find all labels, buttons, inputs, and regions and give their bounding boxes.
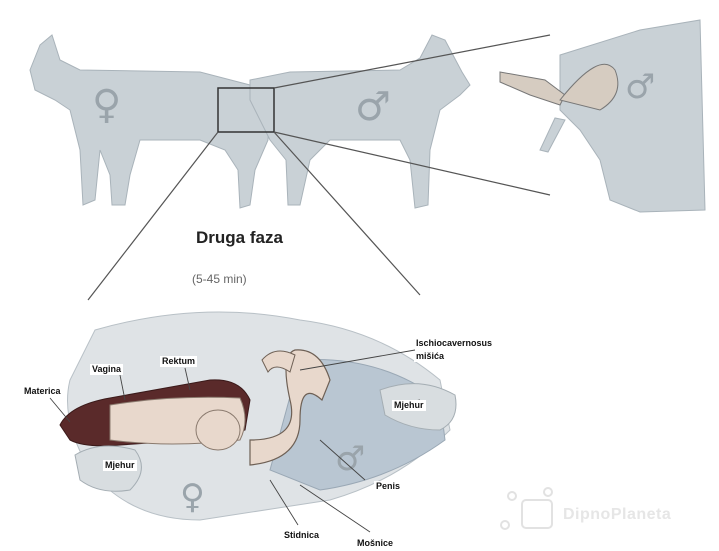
watermark-logo (501, 488, 552, 529)
label-stidnica: Stidnica (282, 530, 321, 541)
label-vagina: Vagina (90, 364, 123, 375)
detail-line-right (274, 132, 420, 295)
female-symbol-bottom: ♀ (180, 477, 205, 517)
label-penis: Penis (374, 481, 402, 492)
label-ischiocavernosus: Ischiocavernosus (414, 338, 494, 349)
label-ischiocavernosus-2: mišića (414, 351, 446, 362)
label-mjehur-female: Mjehur (103, 460, 137, 471)
label-mosnice: Mošnice (355, 538, 395, 549)
female-symbol-top: ♀ (92, 82, 121, 128)
watermark-text: DipnoPlaneta (563, 506, 671, 524)
male-symbol-bottom: ♂ (335, 439, 365, 479)
label-rektum: Rektum (160, 356, 197, 367)
inset-hindquarters (500, 20, 705, 212)
label-materica: Materica (22, 386, 63, 397)
female-dog-silhouette (30, 35, 270, 208)
label-mjehur-male: Mjehur (392, 400, 426, 411)
male-symbol-inset: ♂ (625, 67, 655, 107)
male-symbol-top: ♂ (355, 84, 391, 130)
phase-title: Druga faza (196, 228, 283, 248)
phase-duration: (5-45 min) (192, 272, 247, 286)
